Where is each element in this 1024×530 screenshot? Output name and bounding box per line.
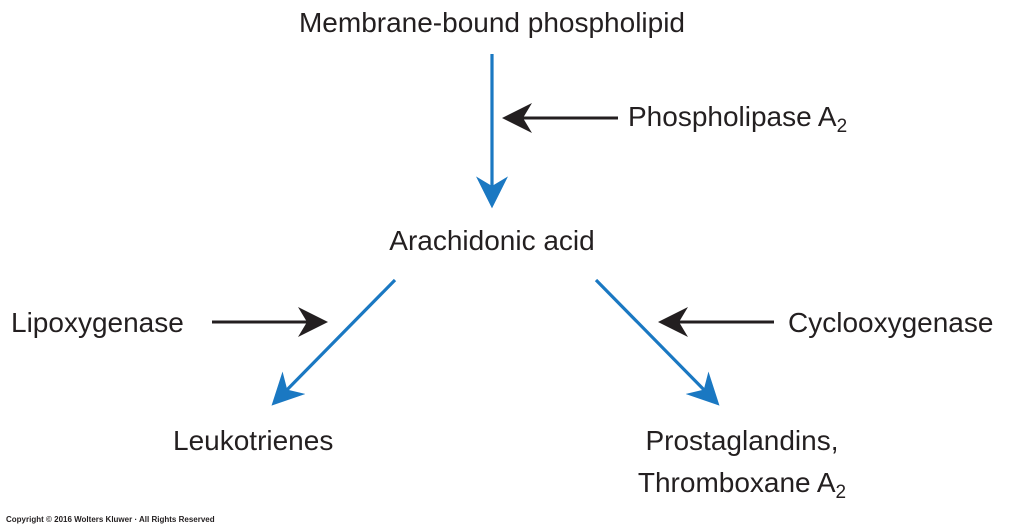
node-membrane-phospholipid: Membrane-bound phospholipid (298, 7, 686, 38)
node-arachidonic-acid: Arachidonic acid (389, 225, 595, 256)
node-thromboxane-subscript: 2 (835, 482, 847, 503)
node-leukotrienes: Leukotrienes (173, 425, 334, 456)
arrow-arachidonic-to-leukotrienes (271, 278, 397, 406)
copyright-notice: Copyright © 2016 Wolters Kluwer · All Ri… (6, 515, 215, 524)
node-thromboxane-text: Thromboxane A (637, 467, 836, 498)
node-prostaglandins-line1: Prostaglandins, (645, 425, 839, 456)
enzyme-phospholipase-subscript: 2 (836, 116, 848, 137)
enzyme-cyclooxygenase: Cyclooxygenase (788, 307, 994, 338)
enzyme-phospholipase-text: Phospholipase A (628, 101, 837, 132)
enzyme-phospholipase-a2: Phospholipase A2 (628, 100, 848, 137)
node-prostaglandins-thromboxane: Prostaglandins, Thromboxane A2 (624, 424, 860, 508)
arrow-arachidonic-to-prostaglandins (594, 278, 720, 406)
node-thromboxane-line2: Thromboxane A2 (624, 466, 860, 508)
enzyme-lipoxygenase: Lipoxygenase (11, 307, 184, 338)
